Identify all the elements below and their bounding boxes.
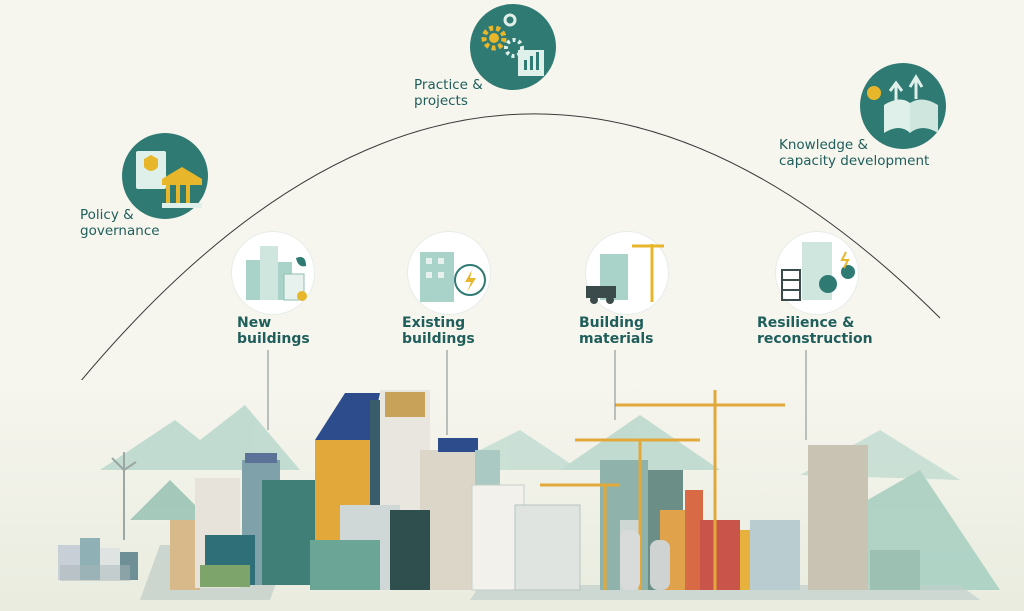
gears-icon <box>470 4 556 90</box>
new-buildings-icon <box>232 232 314 314</box>
building-materials-icon <box>586 232 668 314</box>
sector-label-resilience: Resilience &reconstruction <box>757 315 873 347</box>
knowledge-icon <box>860 63 946 149</box>
small-houses <box>58 538 138 581</box>
right-buildings <box>471 390 920 591</box>
pillar-label-practice: Practice &projects <box>414 77 483 109</box>
connector-lines <box>267 350 807 440</box>
resilience-icon <box>776 232 858 314</box>
policy-icon <box>122 133 208 219</box>
wind-turbine <box>111 452 137 540</box>
pillar-label-policy: Policy &governance <box>80 207 160 239</box>
pillar-label-knowledge: Knowledge &capacity development <box>779 137 930 169</box>
existing-buildings-icon <box>408 232 490 314</box>
arc-line <box>79 113 941 383</box>
